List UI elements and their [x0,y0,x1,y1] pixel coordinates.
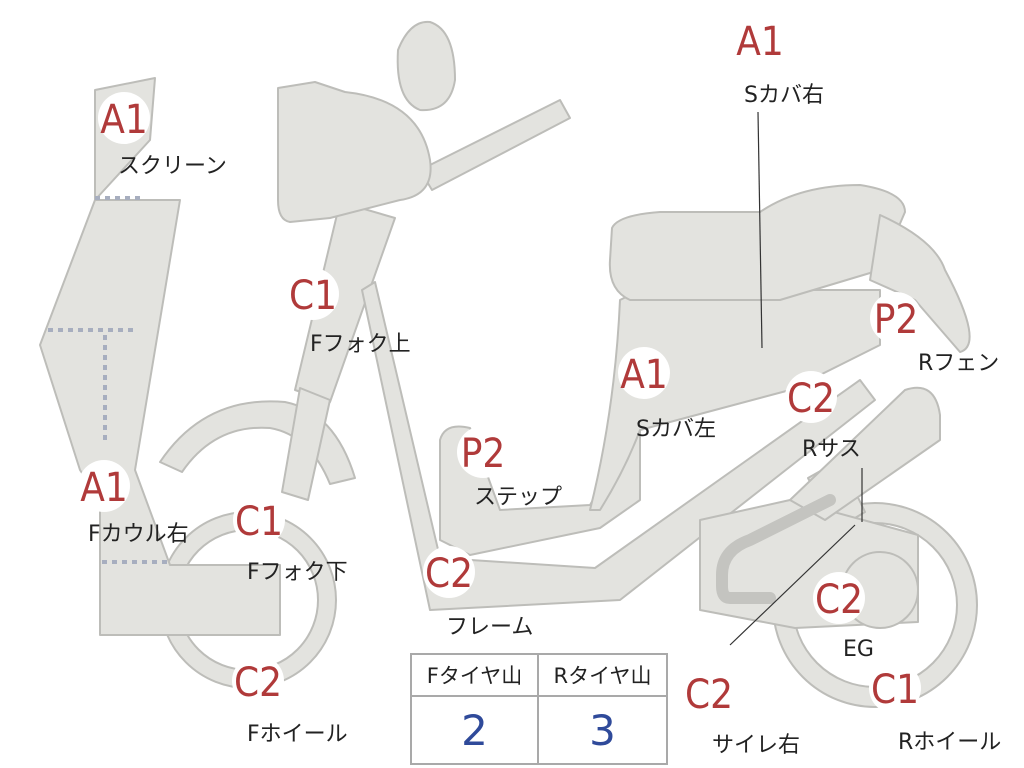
table-value-rear-tire: 3 [589,705,616,755]
badge-r-suspension: C2 Rサス [785,371,861,462]
part-label-f-fork-upper: Fフォク上 [310,332,411,357]
part-label-frame: フレーム [446,615,533,640]
leader-lines [729,111,863,646]
hidden-lines [48,196,168,564]
badge-code-r-wheel: C1 [871,667,919,713]
badge-screen: A1 スクリーン [98,92,227,179]
badge-circle [423,546,475,598]
badge-code-screen: A1 [100,97,148,143]
badge-code-f-cowl-right: A1 [80,465,128,511]
side-cover [589,289,881,511]
badge-circle [813,572,865,624]
badge-code-silencer-right: C2 [685,672,733,718]
leader-s-cover-right [757,111,763,349]
part-label-screen: スクリーン [118,154,227,179]
badge-circle [785,371,837,423]
fork-lower-leg [281,387,331,501]
part-label-r-wheel: Rホイール [898,730,1001,755]
badge-code-step: P2 [461,431,506,477]
part-label-r-fender: Rフェン [918,351,999,376]
badge-f-wheel: C2 Fホイール [232,655,348,747]
badge-code-r-fender: P2 [874,297,919,343]
floor-step [439,419,641,556]
badge-code-frame: C2 [425,551,473,597]
badge-code-engine: C2 [815,577,863,623]
part-label-f-fork-lower: Fフォク下 [247,560,348,585]
badge-code-f-fork-lower: C1 [235,499,283,545]
badge-engine: C2 EG [813,572,874,662]
badge-frame: C2 フレーム [423,546,533,640]
headlight [396,20,456,112]
badge-f-cowl-right: A1 Fカウル右 [78,460,189,547]
badge-circle [457,426,509,478]
badge-s-cover-right: A1 Sカバ右 [734,14,824,108]
part-label-step: ステップ [474,485,562,510]
part-label-engine: EG [843,637,874,662]
seat [608,184,906,301]
badge-code-r-suspension: C2 [787,376,835,422]
badge-circle [232,655,284,707]
badge-circle [618,347,670,399]
badge-code-s-cover-right: A1 [736,19,784,65]
silencer [789,386,941,521]
table-value-front-tire: 2 [412,697,539,763]
badge-code-f-wheel: C2 [234,660,282,706]
leader-silencer [729,524,856,646]
table-header-front-tire: Fタイヤ山 [412,655,539,697]
badge-f-fork-lower: C1 Fフォク下 [233,494,348,585]
badge-silencer-right: C2 サイレ右 [683,667,800,758]
badge-r-fender: P2 Rフェン [870,292,999,376]
badge-s-cover-left: A1 Sカバ左 [618,347,716,442]
part-label-s-cover-right: Sカバ右 [744,83,824,108]
badge-circle [734,14,786,66]
part-label-s-cover-left: Sカバ左 [636,417,716,442]
part-label-silencer-right: サイレ右 [712,733,800,758]
badge-code-f-fork-upper: C1 [289,273,337,319]
handle-cover [277,81,432,223]
badge-f-fork-upper: C1 Fフォク上 [287,268,411,357]
badge-circle [870,292,922,344]
exhaust-pipe [716,494,836,604]
badge-circle [78,460,130,512]
handlebar [419,99,571,191]
badge-r-wheel: C1 Rホイール [869,662,1001,755]
badge-code-s-cover-left: A1 [620,352,668,398]
badge-step: P2 ステップ [457,426,562,510]
part-label-r-suspension: Rサス [802,437,861,462]
part-label-f-wheel: Fホイール [247,722,348,747]
frame-tube [361,281,876,611]
part-label-f-cowl-right: Fカウル右 [88,522,189,547]
table-header-rear-tire: Rタイヤ山 [539,655,666,697]
badge-circle [287,268,339,320]
tire-tread-table: Fタイヤ山 Rタイヤ山 2 3 [410,653,668,765]
badge-circle [233,494,285,546]
badge-circle [869,662,921,714]
badge-circle [98,92,150,144]
badge-circle [683,667,735,719]
rear-fender-part [869,214,971,353]
